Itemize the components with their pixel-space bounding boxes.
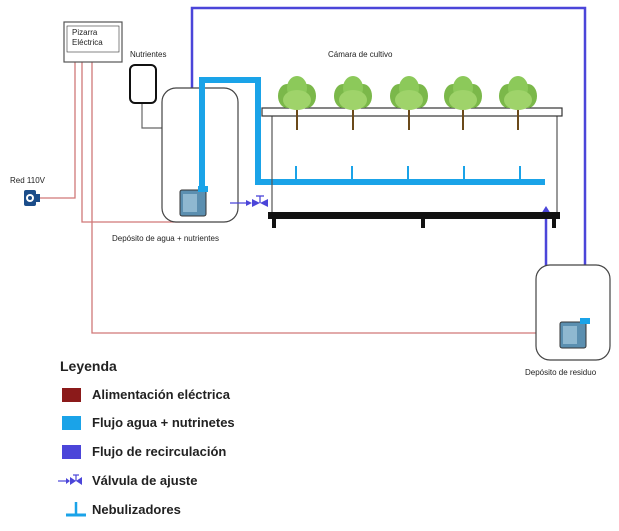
chamber-leg-1 xyxy=(272,219,276,228)
legend-item-water: Flujo agua + nutrinetes xyxy=(92,415,235,430)
waste-tank xyxy=(535,264,611,361)
power-line-tank-pump xyxy=(81,62,180,223)
swatch-water xyxy=(62,416,81,430)
swatch-power xyxy=(62,388,81,402)
electrical-panel-label-plate xyxy=(66,25,120,53)
power-line-waste-pump xyxy=(91,62,560,334)
nutrient-tank-label: Depósito de agua + nutrientes xyxy=(112,234,219,243)
tank-pump-outlet xyxy=(198,186,208,192)
valve-icon xyxy=(58,474,82,485)
legend-item-valve: Válvula de ajuste xyxy=(92,473,198,488)
valve-icon-2 xyxy=(260,199,268,207)
legend-title: Leyenda xyxy=(60,358,117,374)
swatch-recirc xyxy=(62,445,81,459)
tank-pump-fins xyxy=(183,194,197,212)
chamber-leg-3 xyxy=(552,219,556,228)
electrical-panel-label-line2: Eléctrica xyxy=(72,38,103,47)
growth-chamber xyxy=(271,109,558,214)
waste-pump-outlet xyxy=(580,318,590,324)
electrical-panel-label: Pizarra Eléctrica xyxy=(72,28,103,48)
water-supply-pipe xyxy=(199,77,545,190)
legend-item-power: Alimentación eléctrica xyxy=(92,387,230,402)
lettuce-plant xyxy=(334,76,372,130)
growth-chamber-label: Cámara de cultivo xyxy=(328,50,393,59)
chamber-base xyxy=(268,212,560,219)
mains-label: Red 110V xyxy=(10,176,45,185)
waste-pump-fins xyxy=(563,326,577,344)
lettuce-plant xyxy=(444,76,482,130)
valve-arrowhead xyxy=(246,200,252,206)
nutrients-label: Nutrientes xyxy=(130,50,167,59)
lettuce-plant xyxy=(499,76,537,130)
nozzle-icon xyxy=(66,502,86,517)
legend-item-nozzle: Nebulizadores xyxy=(92,502,181,517)
valve-icon xyxy=(252,199,260,207)
legend-item-recirc: Flujo de recirculación xyxy=(92,444,227,459)
lettuce-plant xyxy=(390,76,428,130)
power-plug-icon xyxy=(24,190,40,206)
chamber-leg-2 xyxy=(421,219,425,228)
recirculation-line xyxy=(190,6,587,320)
nutrients-container xyxy=(129,64,157,104)
lettuce-plant xyxy=(278,76,316,130)
nutrient-feed-line xyxy=(141,103,170,129)
waste-tank-label: Depósito de residuo xyxy=(525,368,597,377)
power-line-mains xyxy=(40,62,76,199)
electrical-panel-label-line1: Pizarra xyxy=(72,28,98,37)
